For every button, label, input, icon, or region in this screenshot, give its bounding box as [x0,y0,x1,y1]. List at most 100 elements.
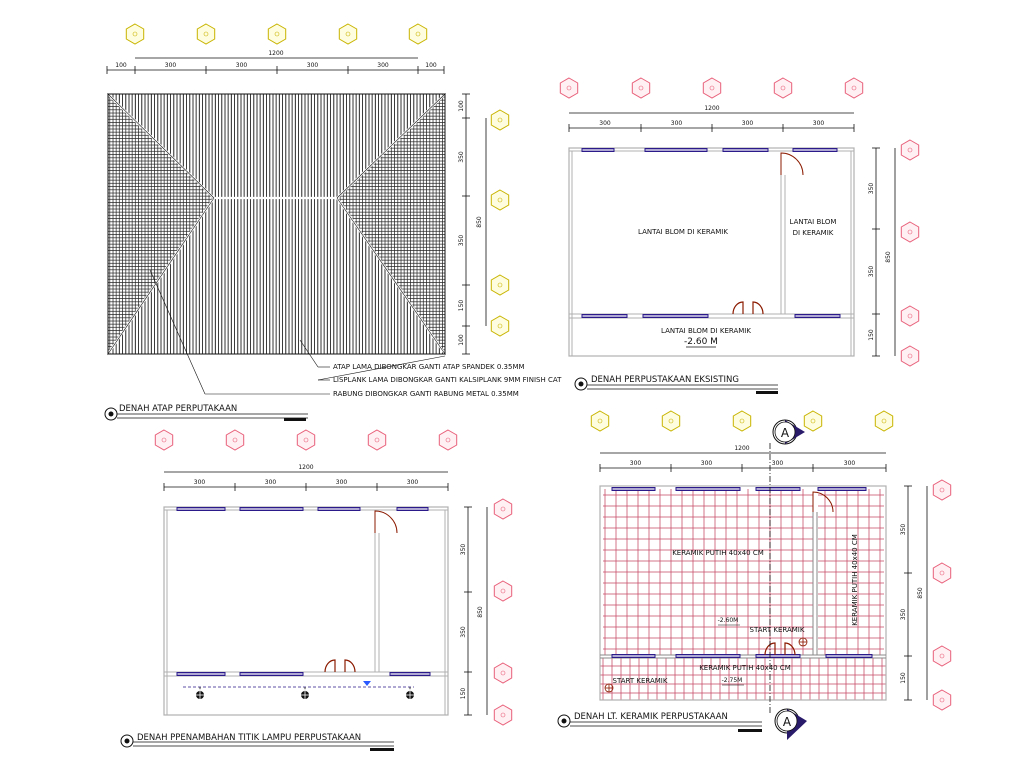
lamp-window-bottom-2 [239,672,304,676]
existing-plan-title: DENAH PERPUSTAKAAN EKSISTING [591,375,739,385]
ceramic-window-top-3 [755,487,801,491]
lamp-right-total: 850 [477,606,484,618]
roof-right-dim-3: 350 [458,235,465,247]
roof-note-3: RABUNG DIBONGKAR GANTI RABUNG METAL 0.35… [333,390,519,398]
roof-top-dim-2: 300 [165,62,177,69]
roof-note-1: ATAP LAMA DIBONGKAR GANTI ATAP SPANDEK 0… [333,363,525,371]
existing-window-top-3 [722,148,769,152]
roof-grid-right-4 [490,315,510,337]
existing-window-top-2 [644,148,708,152]
lamp-grid-top-3 [296,429,316,451]
roof-grid-right-2 [490,189,510,211]
ceramic-right-dim-1: 350 [900,524,907,536]
roof-note-2: LISPLANK LAMA DIBONGKAR GANTI KALSIPLANK… [333,376,562,384]
ceramic-total-width: 1200 [734,445,749,452]
ceramic-window-top-1 [611,487,656,491]
section-marker-label-bottom: A [783,715,792,729]
existing-grid-top-5 [844,77,864,99]
ceramic-grid-right-1 [932,479,952,501]
existing-grid-top-1 [559,77,579,99]
roof-grid-right-3 [490,274,510,296]
roof-grid-right-1 [490,109,510,131]
existing-grid-top-2 [631,77,651,99]
lamp-top-dim-3: 300 [336,479,348,486]
ceramic-grid-top-2 [661,410,681,432]
existing-grid-top-3 [702,77,722,99]
ceramic-tile-side: KERAMIK PUTIH 40x40 CM [851,534,859,626]
existing-window-bottom-2 [642,314,709,318]
roof-right-dim-5: 100 [458,334,465,346]
existing-room-side-2: DI KERAMIK [793,229,834,237]
lamp-total-width: 1200 [298,464,313,471]
ceramic-tile-front: KERAMIK PUTIH 40x40 CM [699,664,791,672]
lamp-top-dim-2: 300 [265,479,277,486]
existing-total-width: 1200 [704,105,719,112]
lamp-top-dim-1: 300 [194,479,206,486]
lamp-point-icon-3 [404,687,416,701]
roof-right-dim-4: 150 [458,300,465,312]
lamp-grid-top-5 [438,429,458,451]
ceramic-grid-top-5 [874,410,894,432]
lamp-grid-top-1 [154,429,174,451]
ceramic-window-top-4 [817,487,867,491]
ceramic-tile-main: KERAMIK PUTIH 40x40 CM [672,549,764,557]
lamp-grid-right-3 [493,662,513,684]
lamp-window-top-1 [176,507,226,511]
existing-elevation: -2.60 M [684,337,718,347]
roof-grid-top-2 [196,23,216,45]
lamp-window-bottom-3 [389,672,431,676]
existing-grid-right-3 [900,305,920,327]
existing-top-dim-3: 300 [742,120,754,127]
existing-grid-right-2 [900,221,920,243]
ceramic-grid-top-3 [732,410,752,432]
roof-top-dim-5: 300 [377,62,389,69]
ceramic-top-dim-3: 300 [772,460,784,467]
ceramic-elev-2: -2.75M [722,677,743,684]
existing-grid-right-4 [900,345,920,367]
lamp-grid-top-2 [225,429,245,451]
ceramic-right-dim-3: 150 [900,672,907,684]
roof-top-dim-6: 100 [425,62,437,69]
existing-window-top-4 [792,148,838,152]
roof-right-dim-1: 100 [458,100,465,112]
existing-right-dim-3: 150 [868,329,875,341]
lamp-point-icon-2 [299,687,311,701]
roof-grid-top-5 [408,23,428,45]
roof-right-total: 850 [476,216,483,228]
roof-grid-top [125,23,428,45]
ceramic-top-dim-4: 300 [844,460,856,467]
roof-grid-top-4 [338,23,358,45]
lamp-window-top-4 [396,507,429,511]
lamp-top-dim-4: 300 [407,479,419,486]
lamp-grid-right-4 [493,704,513,726]
ceramic-top-dim-1: 300 [630,460,642,467]
ceramic-grid-right-4 [932,689,952,711]
existing-grid-right-1 [900,139,920,161]
lamp-grid-right-2 [493,580,513,602]
ceramic-grid-right-2 [932,562,952,584]
lamp-window-top-3 [317,507,361,511]
ceramic-plan-title: DENAH LT. KERAMIK PERPUSTAKAAN [574,712,728,722]
existing-top-dim-2: 300 [671,120,683,127]
existing-grid-top-4 [773,77,793,99]
roof-grid-top-3 [267,23,287,45]
ceramic-grid-top-4 [803,410,823,432]
ceramic-start-1: START KERAMIK [750,626,805,634]
ceramic-grid-right-3 [932,645,952,667]
existing-right-total: 850 [885,251,892,263]
roof-top-dim-4: 300 [307,62,319,69]
ceramic-window-bottom-1 [611,654,656,658]
existing-right-dim-2: 350 [868,266,875,278]
lamp-window-bottom-1 [176,672,226,676]
ceramic-right-dim-2: 350 [900,609,907,621]
lamp-plan-title: DENAH PPENAMBAHAN TITIK LAMPU PERPUSTAKA… [137,733,361,743]
ceramic-window-bottom-4 [825,654,873,658]
ceramic-right-total: 850 [917,587,924,599]
ceramic-window-bottom-2 [675,654,741,658]
roof-top-dim-3: 300 [236,62,248,69]
existing-top-dim-1: 300 [599,120,611,127]
